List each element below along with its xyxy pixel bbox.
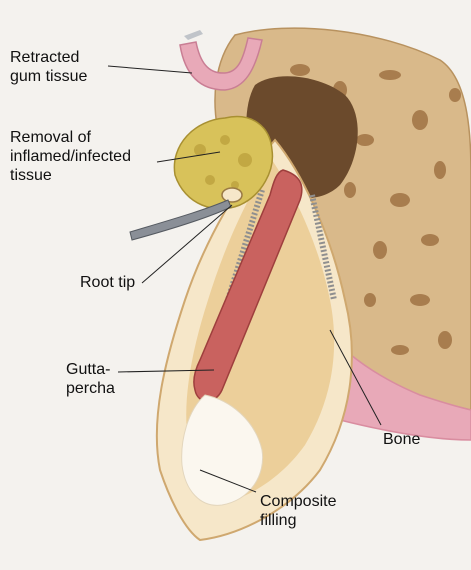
root-tip bbox=[222, 188, 242, 202]
label-line: Root tip bbox=[80, 273, 135, 292]
label-line: inflamed/infected bbox=[10, 147, 131, 166]
label-removal-tissue: Removal of inflamed/infected tissue bbox=[10, 128, 131, 185]
label-line: gum tissue bbox=[10, 67, 87, 86]
label-line: filling bbox=[260, 511, 336, 530]
label-line: Retracted bbox=[10, 48, 87, 67]
label-line: Gutta- bbox=[66, 360, 115, 379]
label-line: percha bbox=[66, 379, 115, 398]
label-composite-filling: Composite filling bbox=[260, 492, 336, 530]
label-bone: Bone bbox=[383, 430, 420, 449]
label-line: Composite bbox=[260, 492, 336, 511]
label-line: Removal of bbox=[10, 128, 131, 147]
label-root-tip: Root tip bbox=[80, 273, 135, 292]
label-line: tissue bbox=[10, 166, 131, 185]
label-line: Bone bbox=[383, 430, 420, 449]
label-retracted-gum: Retracted gum tissue bbox=[10, 48, 87, 86]
label-gutta-percha: Gutta- percha bbox=[66, 360, 115, 398]
